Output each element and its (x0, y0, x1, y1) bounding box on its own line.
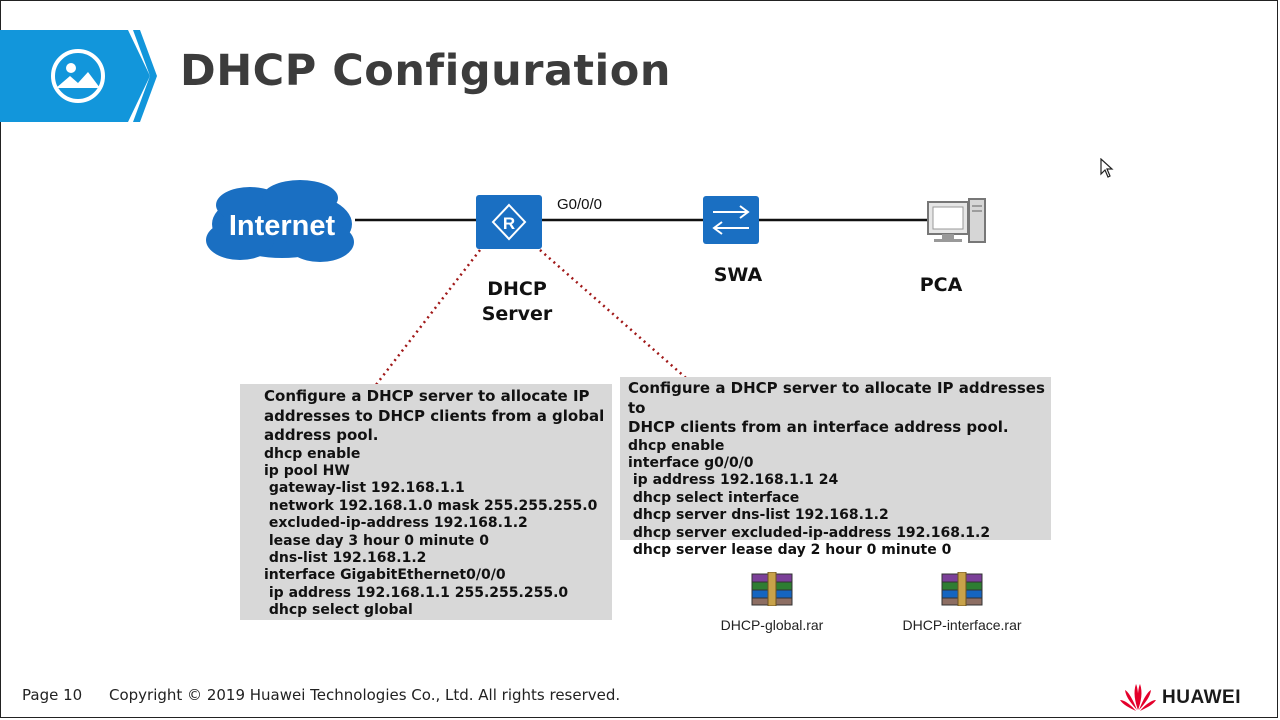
router-label-line1: DHCP (487, 278, 547, 300)
global-pool-command: dhcp enable (264, 445, 361, 462)
title-banner (0, 30, 157, 122)
interface-pool-heading-1: Configure a DHCP server to allocate IP a… (628, 379, 1045, 417)
svg-text:R: R (503, 214, 515, 233)
page-title: DHCP Configuration (180, 46, 671, 96)
callout-line-interface (539, 249, 687, 379)
global-pool-command: lease day 3 hour 0 minute 0 (264, 532, 490, 549)
global-pool-heading-3: address pool. (264, 426, 379, 444)
interface-pool-command: dhcp server excluded-ip-address 192.168.… (628, 524, 991, 541)
cursor-icon (1100, 158, 1114, 178)
global-pool-command: dhcp select global (264, 602, 413, 619)
interface-pool-command: ip address 192.168.1.1 24 (628, 472, 839, 489)
pc-icon (927, 198, 986, 243)
interface-pool-command: interface g0/0/0 (628, 454, 754, 471)
interface-pool-command: dhcp server lease day 2 hour 0 minute 0 (628, 541, 952, 558)
router-label: DHCP Server (467, 277, 567, 327)
switch-label: SWA (713, 264, 763, 286)
global-pool-command: network 192.168.1.0 mask 255.255.255.0 (264, 497, 598, 514)
port-label: G0/0/0 (557, 196, 603, 213)
pc-label: PCA (919, 274, 963, 296)
attachment-file-interface[interactable]: DHCP-interface.rar (882, 571, 1042, 633)
global-pool-command: gateway-list 192.168.1.1 (264, 480, 465, 497)
archive-icon (941, 571, 983, 607)
router-icon: R (476, 195, 542, 249)
cloud-icon (206, 180, 354, 262)
global-pool-command: excluded-ip-address 192.168.1.2 (264, 515, 528, 532)
attachment-file-name: DHCP-interface.rar (902, 617, 1022, 633)
internet-label: Internet (229, 210, 336, 242)
attachment-file-global[interactable]: DHCP-global.rar (692, 571, 852, 633)
page-number: Page 10 (22, 686, 83, 704)
interface-pool-config-box: Configure a DHCP server to allocate IP a… (620, 377, 1051, 558)
interface-pool-heading-2: DHCP clients from an interface address p… (628, 418, 1009, 436)
global-pool-command: dns-list 192.168.1.2 (264, 549, 427, 566)
huawei-logo-icon (1120, 684, 1156, 711)
brand-name: HUAWEI (1162, 687, 1241, 708)
switch-icon (703, 196, 759, 244)
image-icon (51, 49, 105, 103)
global-pool-command: interface GigabitEthernet0/0/0 (264, 567, 506, 584)
global-pool-config-box: Configure a DHCP server to allocate IP a… (240, 384, 612, 620)
archive-icon (751, 571, 793, 607)
global-pool-heading-1: Configure a DHCP server to allocate IP (264, 387, 590, 405)
attachment-file-name: DHCP-global.rar (720, 617, 824, 633)
global-pool-command: ip address 192.168.1.1 255.255.255.0 (264, 584, 569, 601)
global-pool-heading-2: addresses to DHCP clients from a global (264, 406, 605, 425)
callout-line-global (371, 249, 481, 391)
router-label-line2: Server (481, 303, 553, 325)
interface-pool-command: dhcp enable (628, 437, 725, 454)
interface-pool-command: dhcp server dns-list 192.168.1.2 (628, 507, 889, 524)
copyright-text: Copyright © 2019 Huawei Technologies Co.… (109, 686, 621, 704)
interface-pool-command: dhcp select interface (628, 489, 800, 506)
global-pool-command: ip pool HW (264, 462, 350, 479)
